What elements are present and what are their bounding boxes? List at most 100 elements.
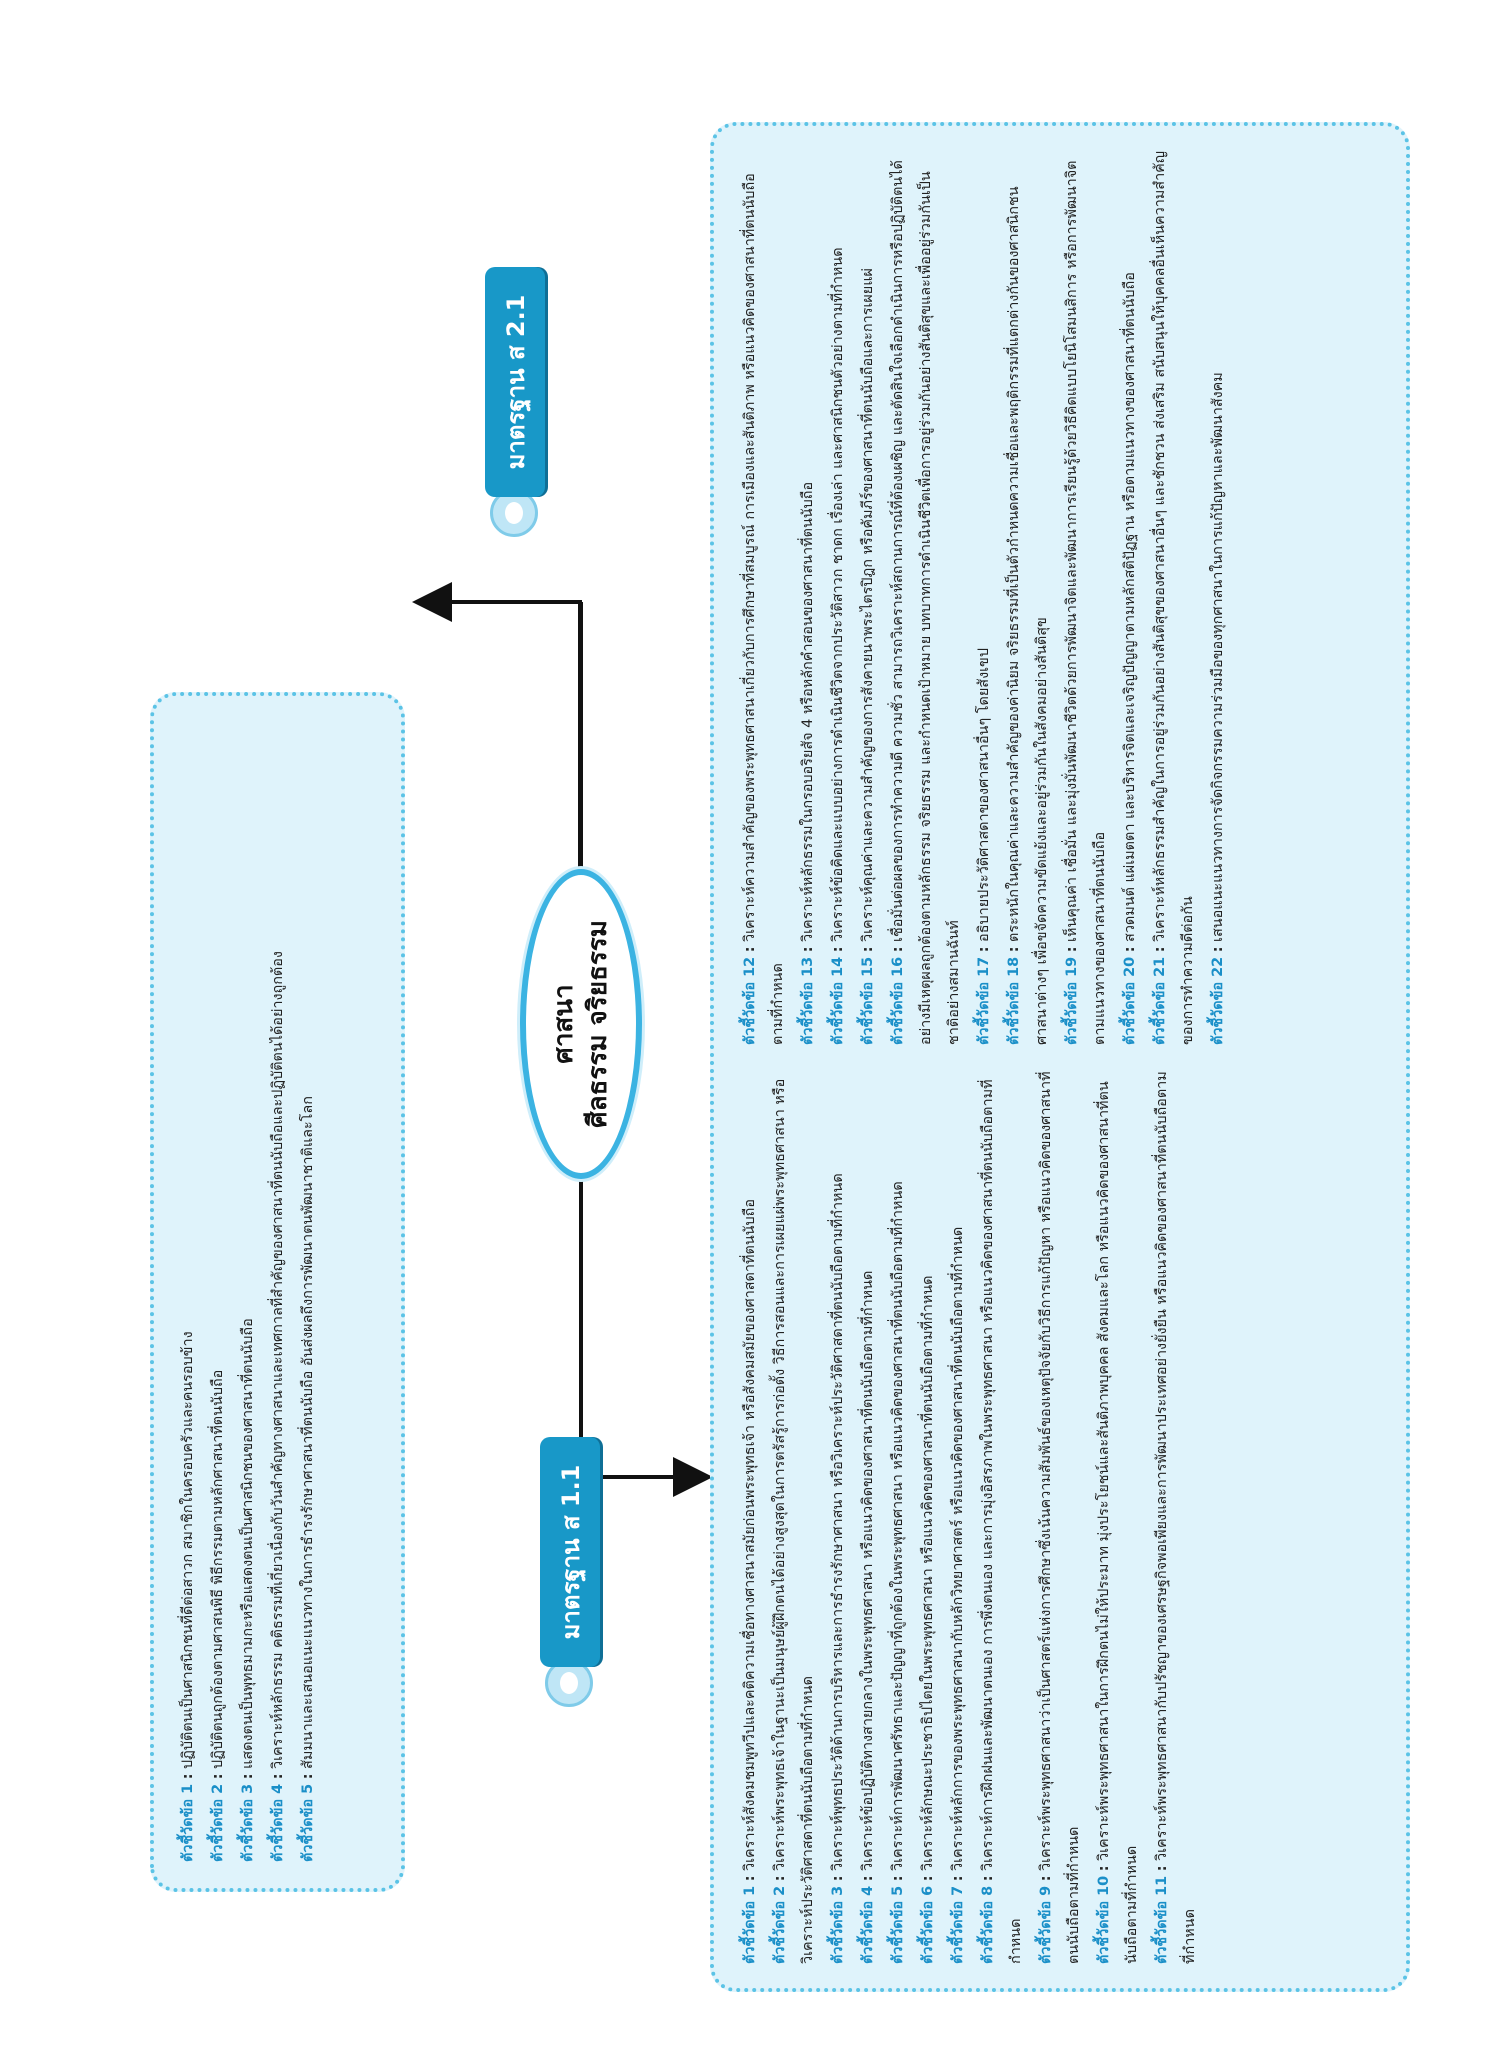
indicator-separator: : bbox=[1152, 946, 1168, 953]
indicator-label: ตัวชี้วัดข้อ 20 bbox=[1122, 956, 1138, 1045]
indicator-text: วิเคราะห์การพัฒนาศรัทธาและปัญญาที่ถูกต้อ… bbox=[890, 1181, 906, 1871]
indicator-label: ตัวชี้วัดข้อ 1 bbox=[180, 1783, 196, 1862]
indicator-text: วิเคราะห์ข้อคิดและแบบอย่างการดำเนินชีวิต… bbox=[830, 247, 846, 942]
indicator-separator: : bbox=[860, 1875, 876, 1882]
indicator-item: ตัวชี้วัดข้อ 5 : สัมมนาและเสนอแนะแนวทางใ… bbox=[294, 722, 322, 1862]
indicator-label: ตัวชี้วัดข้อ 16 bbox=[890, 956, 906, 1045]
indicator-separator: : bbox=[976, 946, 992, 953]
indicator-item: ตัวชี้วัดข้อ 2 : ปฏิบัติตนถูกต้องตามศาสน… bbox=[204, 722, 232, 1862]
indicator-text: วิเคราะห์สังคมชมพูทวีปและคติความเชื่อทาง… bbox=[742, 1199, 758, 1871]
indicator-item: ตัวชี้วัดข้อ 10 : วิเคราะห์พระพุทธศาสนาใ… bbox=[1090, 1069, 1146, 1964]
indicator-item: ตัวชี้วัดข้อ 19 : เห็นคุณค่า เชื่อมั่น แ… bbox=[1058, 150, 1114, 1045]
indicator-item: ตัวชี้วัดข้อ 3 : วิเคราะห์พุทธประวัติด้า… bbox=[824, 1069, 852, 1964]
indicator-text: วิเคราะห์การฝึกฝนและพัฒนาตนเอง การพึ่งตน… bbox=[980, 1079, 1024, 1964]
indicator-label: ตัวชี้วัดข้อ 4 bbox=[270, 1783, 286, 1862]
indicator-text: วิเคราะห์ข้อปฏิบัติทางสายกลางในพระพุทธศา… bbox=[860, 1270, 876, 1871]
center-title: ศาสนา bbox=[549, 984, 579, 1064]
indicator-separator: : bbox=[742, 946, 758, 953]
indicator-text: เห็นคุณค่า เชื่อมั่น และมุ่งมั่นพัฒนาชีว… bbox=[1064, 160, 1108, 1045]
indicator-separator: : bbox=[920, 1875, 936, 1882]
indicator-text: วิเคราะห์พระพุทธศาสนากับปรัชญาของเศรษฐกิ… bbox=[1154, 1071, 1198, 1964]
indicator-text: เสนอแนะแนวทางการจัดกิจกรรมความร่วมมือของ… bbox=[1210, 372, 1226, 942]
indicator-label: ตัวชี้วัดข้อ 2 bbox=[772, 1885, 788, 1964]
indicator-item: ตัวชี้วัดข้อ 14 : วิเคราะห์ข้อคิดและแบบอ… bbox=[824, 150, 852, 1045]
indicator-separator: : bbox=[270, 1773, 286, 1780]
standard-1-1-label: มาตรฐาน ส 1.1 bbox=[540, 1437, 600, 1667]
indicator-item: ตัวชี้วัดข้อ 3 : แสดงตนเป็นพุทธมามกะหรือ… bbox=[234, 722, 262, 1862]
indicator-separator: : bbox=[210, 1773, 226, 1780]
indicator-text: วิเคราะห์พุทธประวัติด้านการบริหารและการธ… bbox=[830, 1173, 846, 1871]
indicator-item: ตัวชี้วัดข้อ 4 : วิเคราะห์หลักธรรม คติธร… bbox=[264, 722, 292, 1862]
indicator-text: วิเคราะห์ลักษณะประชาธิปไตยในพระพุทธศาสนา… bbox=[920, 1275, 936, 1871]
indicator-separator: : bbox=[772, 1875, 788, 1882]
indicator-label: ตัวชี้วัดข้อ 1 bbox=[742, 1885, 758, 1964]
indicator-column-right: ตัวชี้วัดข้อ 12 : วิเคราะห์ความสำคัญของพ… bbox=[736, 150, 1384, 1045]
indicator-text: เชื่อมั่นต่อผลของการทำความดี ความชั่ว สา… bbox=[890, 160, 962, 1045]
indicator-item: ตัวชี้วัดข้อ 17 : อธิบายประวัติศาสดาของศ… bbox=[970, 150, 998, 1045]
indicator-text: วิเคราะห์หลักธรรมในกรอบอริยสัจ 4 หรือหลั… bbox=[800, 481, 816, 942]
center-subtitle: ศีลธรรม จริยธรรม bbox=[583, 920, 613, 1128]
indicator-item: ตัวชี้วัดข้อ 21 : วิเคราะห์หลักธรรมสำคัญ… bbox=[1146, 150, 1202, 1045]
indicator-item: ตัวชี้วัดข้อ 9 : วิเคราะห์พระพุทธศาสนาว่… bbox=[1032, 1069, 1088, 1964]
indicator-label: ตัวชี้วัดข้อ 19 bbox=[1064, 956, 1080, 1045]
indicator-separator: : bbox=[1064, 946, 1080, 953]
indicator-separator: : bbox=[742, 1875, 758, 1882]
indicator-item: ตัวชี้วัดข้อ 1 : วิเคราะห์สังคมชมพูทวีปแ… bbox=[736, 1069, 764, 1964]
indicator-separator: : bbox=[890, 1875, 906, 1882]
standard-1-1-indicators-box: ตัวชี้วัดข้อ 1 : วิเคราะห์สังคมชมพูทวีปแ… bbox=[710, 122, 1410, 1992]
indicator-separator: : bbox=[1154, 1865, 1170, 1872]
indicator-text: วิเคราะห์พระพุทธศาสนาว่าเป็นศาสตร์แห่งกา… bbox=[1038, 1071, 1082, 1964]
indicator-item: ตัวชี้วัดข้อ 6 : วิเคราะห์ลักษณะประชาธิป… bbox=[914, 1069, 942, 1964]
indicator-text: วิเคราะห์หลักการของพระพุทธศาสนากับหลักวิ… bbox=[950, 1226, 966, 1871]
connector-to-s11 bbox=[579, 1179, 713, 1497]
indicator-label: ตัวชี้วัดข้อ 17 bbox=[976, 956, 992, 1045]
indicator-label: ตัวชี้วัดข้อ 15 bbox=[860, 956, 876, 1045]
indicator-separator: : bbox=[180, 1773, 196, 1780]
indicator-text: สัมมนาและเสนอแนะแนวทางในการธำรงรักษาศาสน… bbox=[300, 1096, 316, 1769]
indicator-text: อธิบายประวัติศาสดาของศาสนาอื่นๆ โดยสังเข… bbox=[976, 648, 992, 942]
indicator-separator: : bbox=[300, 1773, 316, 1780]
indicator-item: ตัวชี้วัดข้อ 18 : ตระหนักในคุณค่าและความ… bbox=[1000, 150, 1056, 1045]
indicator-text: วิเคราะห์พระพุทธศาสนาในการฝึกตนไม่ให้ประ… bbox=[1096, 1081, 1140, 1964]
indicator-separator: : bbox=[830, 946, 846, 953]
indicator-item: ตัวชี้วัดข้อ 12 : วิเคราะห์ความสำคัญของพ… bbox=[736, 150, 792, 1045]
indicator-label: ตัวชี้วัดข้อ 7 bbox=[950, 1885, 966, 1964]
indicator-separator: : bbox=[1210, 946, 1226, 953]
indicator-separator: : bbox=[800, 946, 816, 953]
indicator-item: ตัวชี้วัดข้อ 2 : วิเคราะห์พระพุทธเจ้าในฐ… bbox=[766, 1069, 822, 1964]
indicator-item: ตัวชี้วัดข้อ 13 : วิเคราะห์หลักธรรมในกรอ… bbox=[794, 150, 822, 1045]
indicator-label: ตัวชี้วัดข้อ 5 bbox=[300, 1783, 316, 1862]
indicator-item: ตัวชี้วัดข้อ 20 : สวดมนต์ แผ่เมตตา และบร… bbox=[1116, 150, 1144, 1045]
center-topic: ศาสนา ศีลธรรม จริยธรรม bbox=[520, 869, 642, 1179]
indicator-separator: : bbox=[1006, 946, 1022, 953]
indicator-text: ตระหนักในคุณค่าและความสำคัญของค่านิยม จร… bbox=[1006, 186, 1050, 1045]
indicator-label: ตัวชี้วัดข้อ 2 bbox=[210, 1783, 226, 1862]
indicator-item: ตัวชี้วัดข้อ 7 : วิเคราะห์หลักการของพระพ… bbox=[944, 1069, 972, 1964]
indicator-item: ตัวชี้วัดข้อ 5 : วิเคราะห์การพัฒนาศรัทธา… bbox=[884, 1069, 912, 1964]
indicator-label: ตัวชี้วัดข้อ 21 bbox=[1152, 956, 1168, 1045]
indicator-text: วิเคราะห์ความสำคัญของพระพุทธศาสนาเกี่ยวก… bbox=[742, 173, 786, 1045]
indicator-separator: : bbox=[1038, 1875, 1054, 1882]
indicator-label: ตัวชี้วัดข้อ 10 bbox=[1096, 1875, 1112, 1964]
indicator-label: ตัวชี้วัดข้อ 11 bbox=[1154, 1875, 1170, 1964]
indicator-item: ตัวชี้วัดข้อ 8 : วิเคราะห์การฝึกฝนและพัฒ… bbox=[974, 1069, 1030, 1964]
indicator-label: ตัวชี้วัดข้อ 5 bbox=[890, 1885, 906, 1964]
indicator-label: ตัวชี้วัดข้อ 13 bbox=[800, 956, 816, 1045]
indicator-column-left: ตัวชี้วัดข้อ 1 : วิเคราะห์สังคมชมพูทวีปแ… bbox=[736, 1069, 1384, 1964]
indicator-item: ตัวชี้วัดข้อ 15 : วิเคราะห์คุณค่าและความ… bbox=[854, 150, 882, 1045]
indicator-item: ตัวชี้วัดข้อ 16 : เชื่อมั่นต่อผลของการทำ… bbox=[884, 150, 968, 1045]
standard-2-1-label: มาตรฐาน ส 2.1 bbox=[485, 267, 545, 497]
indicator-text: วิเคราะห์หลักธรรมสำคัญในการอยู่ร่วมกันอย… bbox=[1152, 150, 1196, 1045]
indicator-label: ตัวชี้วัดข้อ 8 bbox=[980, 1885, 996, 1964]
indicator-label: ตัวชี้วัดข้อ 4 bbox=[860, 1885, 876, 1964]
indicator-text: ปฏิบัติตนถูกต้องตามศาสนพิธี พิธีกรรมตามห… bbox=[210, 1369, 226, 1769]
indicator-label: ตัวชี้วัดข้อ 22 bbox=[1210, 956, 1226, 1045]
indicator-text: สวดมนต์ แผ่เมตตา และบริหารจิตและเจริญปัญ… bbox=[1122, 272, 1138, 942]
indicator-separator: : bbox=[980, 1875, 996, 1882]
indicator-text: วิเคราะห์คุณค่าและความสำคัญของการสังคายน… bbox=[860, 268, 876, 942]
indicator-separator: : bbox=[240, 1773, 256, 1780]
indicator-label: ตัวชี้วัดข้อ 3 bbox=[240, 1783, 256, 1862]
indicator-item: ตัวชี้วัดข้อ 11 : วิเคราะห์พระพุทธศาสนาก… bbox=[1148, 1069, 1204, 1964]
indicator-label: ตัวชี้วัดข้อ 3 bbox=[830, 1885, 846, 1964]
